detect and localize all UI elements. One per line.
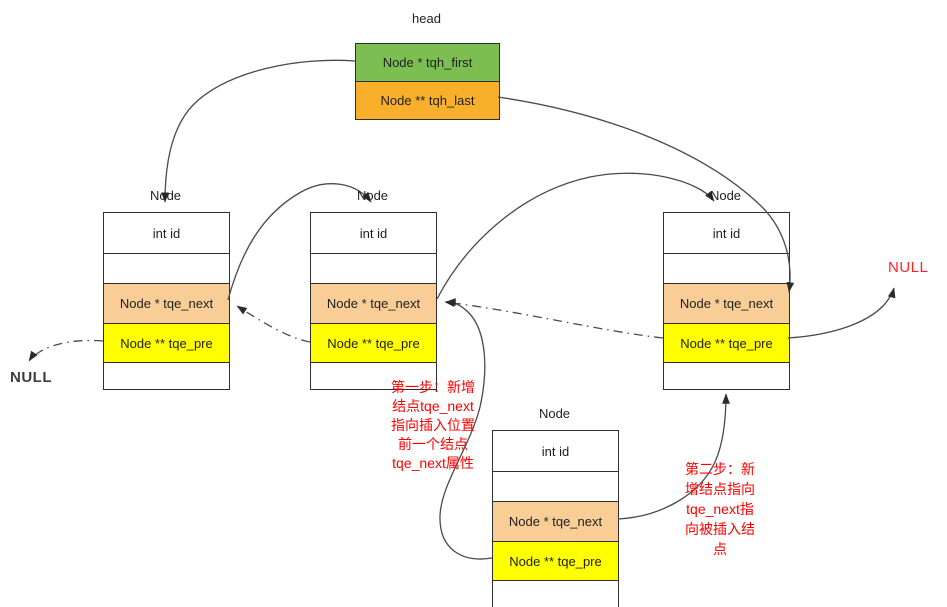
step1-line: 指向插入位置 (391, 417, 475, 433)
step1-line: 结点tqe_next (392, 398, 474, 414)
empty-cell (664, 253, 789, 283)
tqe-next-cell: Node * tqe_next (104, 283, 229, 323)
arrow-node3-pre-to-null (787, 287, 896, 339)
head-box: Node * tqh_first Node ** tqh_last (355, 43, 500, 120)
step2-annotation: 第二步：新 增结点指向 tqe_next指 向被插入结 点 (676, 459, 764, 559)
step2-line: 向被插入结 (685, 521, 755, 537)
head-label: head (412, 11, 441, 26)
empty-cell (104, 362, 229, 389)
tqe-pre-cell: Node ** tqe_pre (493, 541, 618, 580)
node1-label: Node (149, 188, 182, 203)
node-box-3: int id Node * tqe_next Node ** tqe_pre (663, 212, 790, 390)
step2-line: tqe_next指 (686, 501, 754, 517)
null-label-right: NULL (888, 259, 929, 276)
empty-cell (493, 580, 618, 607)
empty-cell (104, 253, 229, 283)
step1-line: 前一个结点 (398, 436, 468, 452)
arrow-node3-pre-to-node2-next (444, 299, 664, 339)
tqe-next-cell: Node * tqe_next (664, 283, 789, 323)
tqh-first-cell: Node * tqh_first (356, 44, 499, 81)
tqe-next-cell: Node * tqe_next (311, 283, 436, 323)
node-box-2: int id Node * tqe_next Node ** tqe_pre (310, 212, 437, 390)
int-id-cell: int id (541, 443, 570, 459)
node2-label: Node (356, 188, 389, 203)
empty-cell (664, 362, 789, 389)
tqe-next-cell: Node * tqe_next (493, 501, 618, 541)
step2-line: 增结点指向 (685, 481, 755, 497)
step1-line: tqe_next属性 (392, 455, 474, 471)
int-id-cell: int id (712, 225, 741, 241)
step2-line: 点 (713, 541, 727, 557)
step1-line: 第一步：新增 (391, 379, 475, 395)
tqe-pre-cell: Node ** tqe_pre (311, 323, 436, 362)
empty-cell (493, 471, 618, 501)
null-label-left: NULL (10, 369, 52, 386)
arrow-node2-pre-to-node1-next (236, 305, 311, 343)
arrow-node1-pre-to-null (28, 339, 104, 362)
tqe-pre-cell: Node ** tqe_pre (664, 323, 789, 362)
tqe-pre-cell: Node ** tqe_pre (104, 323, 229, 362)
int-id-cell: int id (359, 225, 388, 241)
arrow-tqh-first-to-node1 (161, 59, 356, 203)
step2-line: 第二步：新 (685, 461, 755, 477)
node3-label: Node (709, 188, 742, 203)
empty-cell (311, 253, 436, 283)
empty-cell (311, 362, 436, 389)
node-box-new: int id Node * tqe_next Node ** tqe_pre (492, 430, 619, 607)
node-box-1: int id Node * tqe_next Node ** tqe_pre (103, 212, 230, 390)
tqh-last-cell: Node ** tqh_last (356, 81, 499, 119)
step1-annotation: 第一步：新增 结点tqe_next 指向插入位置 前一个结点 tqe_next属… (383, 378, 483, 473)
int-id-cell: int id (152, 225, 181, 241)
new-node-label: Node (538, 406, 571, 421)
